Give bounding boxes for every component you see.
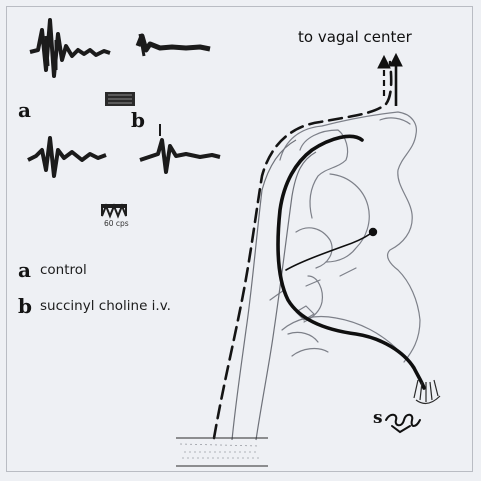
calibration-label: 60 cps — [104, 220, 129, 228]
legend-key-a: a — [18, 260, 31, 280]
legend-text-control: control — [40, 264, 87, 278]
calibration-mark-lower — [102, 204, 126, 216]
trace-b-lower — [140, 124, 220, 172]
base-platform — [176, 438, 268, 466]
fiber-branch — [286, 234, 370, 270]
stretch-receptor-coil — [386, 415, 420, 432]
vagal-center-title: to vagal center — [298, 30, 412, 45]
dashed-afferent-fiber — [214, 62, 391, 438]
trace-a-control — [30, 20, 110, 76]
trace-b-succinyl — [138, 34, 210, 56]
trace-a-lower — [28, 138, 106, 176]
legend-key-b: b — [18, 296, 32, 316]
solid-sensory-fiber — [278, 136, 424, 388]
trace-label-a: a — [18, 100, 31, 120]
ganglion-dot — [369, 228, 377, 236]
trace-label-b: b — [131, 110, 145, 130]
legend-text-succinyl: succinyl choline i.v. — [40, 300, 171, 314]
receptor-label-s: s — [373, 410, 383, 427]
calibration-mark-upper — [105, 92, 135, 106]
anatomy-outline — [270, 112, 420, 362]
receptor-endings — [414, 380, 440, 403]
